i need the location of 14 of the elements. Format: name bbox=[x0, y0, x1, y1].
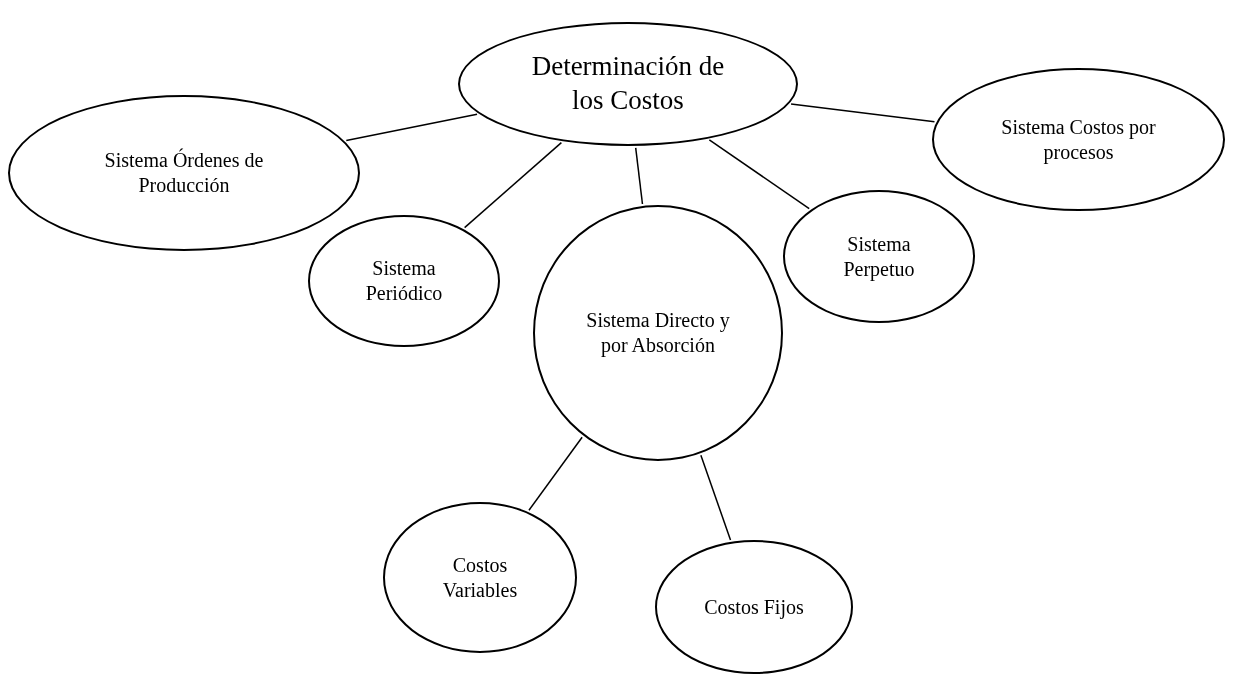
node-label: Sistema Directo y por Absorción bbox=[585, 308, 731, 358]
node-label: Sistema Costos por procesos bbox=[1000, 114, 1157, 165]
connector-line bbox=[700, 454, 732, 541]
node-label: Sistema Periódico bbox=[364, 256, 444, 306]
node-label: Sistema Órdenes de Producción bbox=[103, 148, 265, 198]
connector-line bbox=[634, 147, 644, 205]
node-label: Determinación de los Costos bbox=[530, 50, 726, 117]
node-label: Sistema Perpetuo bbox=[842, 231, 916, 282]
connector-line bbox=[345, 113, 478, 142]
node-label: Costos Variables bbox=[441, 552, 519, 603]
connector-line bbox=[528, 436, 583, 511]
connector-line bbox=[790, 103, 936, 123]
connector-line bbox=[708, 139, 810, 210]
node-label: Costos Fijos bbox=[704, 594, 804, 620]
